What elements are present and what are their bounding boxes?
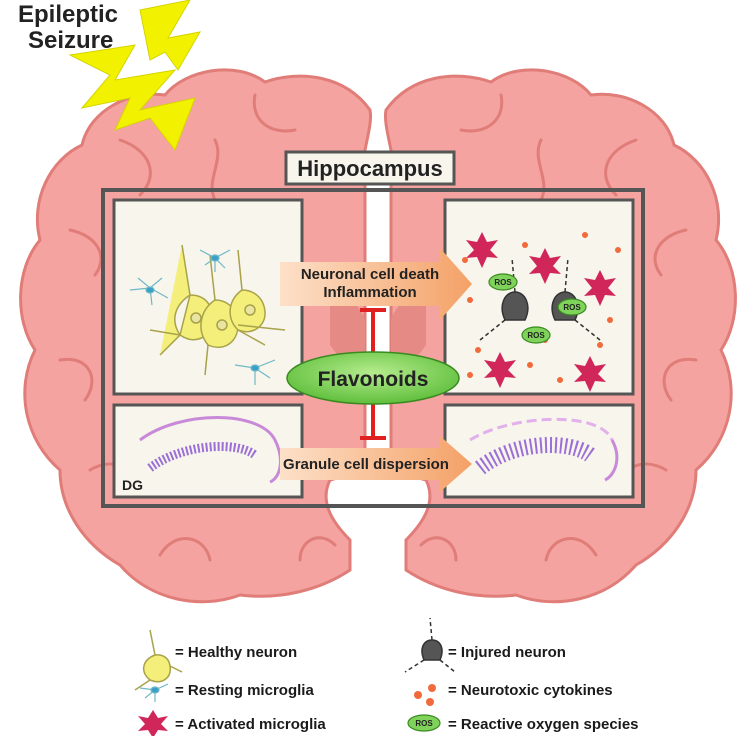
arrow-bottom-text: Granule cell dispersion [283, 456, 449, 473]
panel-dg-dispersed [443, 403, 635, 499]
legend-activated-microglia-icon [138, 710, 168, 736]
legend-resting-microglia-icon [139, 683, 169, 702]
title-line-1: Epileptic [18, 1, 118, 28]
legend-ros-icon: ROS [407, 714, 441, 732]
neurotoxic-cytokine-icon [462, 232, 621, 383]
title-line-2: Seizure [28, 27, 113, 54]
ros-text: ROS [527, 331, 545, 340]
legend-healthy-neuron: = Healthy neuron [175, 644, 297, 661]
flavonoids-label: Flavonoids [318, 368, 429, 391]
legend-neurotoxic-cytokines: = Neurotoxic cytokines [448, 682, 613, 699]
legend-injured-neuron-icon [404, 617, 456, 673]
flavonoids-node [286, 351, 460, 405]
legend-healthy-neuron-icon [134, 629, 183, 691]
arrow-top-text-2: Inflammation [323, 284, 416, 301]
hippocampus-label-box [284, 150, 456, 186]
inhibit-bottom-icon [360, 400, 386, 440]
legend-reactive-oxygen-species: = Reactive oxygen species [448, 716, 639, 733]
resting-microglia-icon [129, 249, 276, 385]
arrow-neuronal-death [280, 248, 472, 320]
granule-cell-band [147, 441, 258, 472]
lightning-bolt-icon [68, 0, 201, 152]
ros-badges: ROS ROS ROS [488, 273, 587, 344]
hippocampus-frame [101, 188, 645, 508]
dispersed-granule-cell-band [475, 437, 595, 475]
arrow-top-text-1: Neuronal cell death [301, 266, 439, 283]
legend-injured-neuron: = Injured neuron [448, 644, 566, 661]
legend-ros-text: ROS [415, 719, 433, 728]
legend: = Healthy neuron = Resting microglia = A… [134, 617, 639, 736]
dg-label: DG [122, 477, 143, 493]
ros-text: ROS [494, 278, 512, 287]
inhibit-top-icon [360, 308, 386, 355]
healthy-neuron-icon [149, 244, 286, 376]
arrow-granule-dispersion [280, 436, 472, 492]
activated-microglia-icon [466, 232, 616, 392]
legend-resting-microglia: = Resting microglia [175, 682, 314, 699]
dg-layer-dashed-icon [469, 417, 614, 442]
hippocampus-label: Hippocampus [297, 156, 442, 181]
ros-text: ROS [563, 303, 581, 312]
dg-layer-icon [139, 416, 282, 484]
legend-cytokines-icon [414, 684, 436, 706]
brain-folds [58, 93, 698, 562]
panel-healthy-neurons [112, 198, 304, 396]
legend-activated-microglia: = Activated microglia [175, 716, 326, 733]
